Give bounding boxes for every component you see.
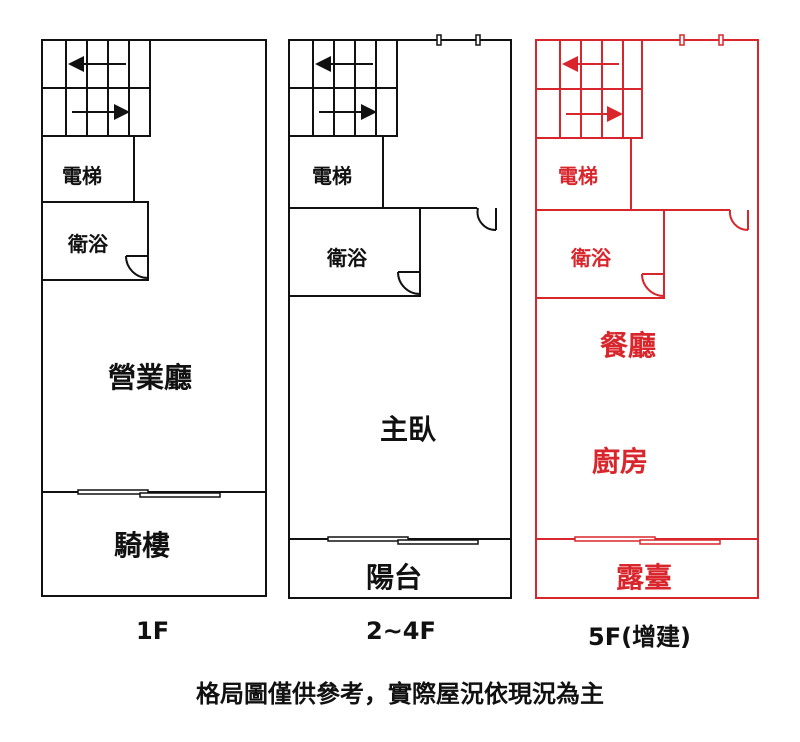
label-kitchen-5f: 廚房 (592, 445, 649, 478)
outer-wall (288, 39, 512, 599)
floor-plan-2-4f (288, 34, 512, 599)
stair-icon (288, 39, 398, 137)
stair-icon (41, 39, 151, 137)
sliding-door-icon (574, 536, 721, 545)
door-swing-icon (476, 207, 497, 232)
door-swing-icon (125, 255, 149, 279)
label-main-2-4f: 主臥 (380, 413, 437, 446)
label-bathroom-1f: 衛浴 (68, 232, 108, 256)
floor-plan-1f (41, 39, 267, 597)
label-dining-5f: 餐廳 (600, 329, 657, 362)
label-front-2-4f: 陽台 (366, 561, 423, 594)
door-swing-icon (397, 271, 421, 295)
bathroom-wall (289, 208, 421, 297)
outer-wall (535, 39, 759, 599)
disclaimer-note: 格局圖僅供參考，實際屋況依現況為主 (196, 680, 604, 708)
window-icon (679, 34, 724, 46)
door-swing-icon (728, 209, 749, 232)
sliding-door-icon (77, 489, 221, 498)
outer-wall (41, 39, 267, 597)
floor-plan-5f (535, 34, 759, 599)
floor-label-1f: 1F (136, 617, 170, 645)
floor-label-2-4f: 2~4F (366, 617, 436, 645)
label-bathroom-2-4f: 衛浴 (327, 246, 367, 270)
label-bathroom-5f: 衛浴 (571, 246, 611, 270)
label-elevator-5f: 電梯 (558, 164, 598, 188)
sliding-door-icon (327, 536, 479, 545)
label-main-1f: 營業廳 (108, 361, 193, 394)
window-icon (436, 34, 481, 46)
stair-icon (535, 39, 643, 139)
bathroom-wall (42, 201, 149, 281)
label-front-5f: 露臺 (616, 561, 673, 594)
door-swing-icon (641, 273, 665, 297)
label-elevator-1f: 電梯 (62, 164, 102, 188)
label-elevator-2-4f: 電梯 (312, 164, 352, 188)
label-front-1f: 騎樓 (114, 529, 171, 562)
bathroom-wall (536, 210, 665, 299)
floor-label-5f: 5F(增建) (588, 623, 692, 651)
